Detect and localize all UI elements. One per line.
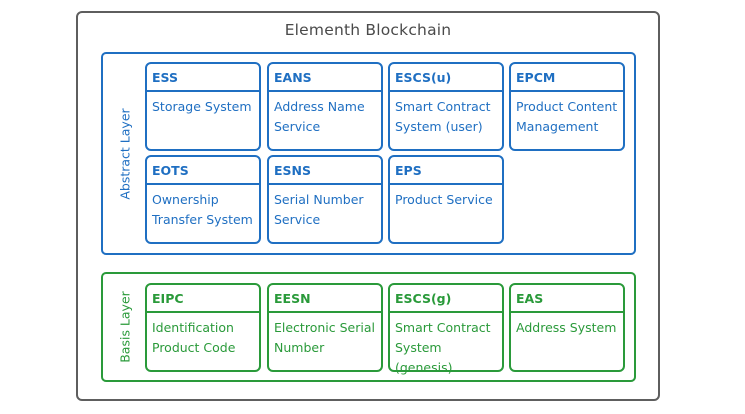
module-abbr: ESS xyxy=(147,64,259,92)
module-abbr: ESCS(u) xyxy=(390,64,502,92)
module-abbr: ESNS xyxy=(269,157,381,185)
module-name: Storage System xyxy=(152,99,252,114)
basis-layer-label: Basis Layer xyxy=(117,291,133,363)
module-abbr: EOTS xyxy=(147,157,259,185)
module-eesn: EESN Electronic Serial Number xyxy=(267,283,383,372)
module-name: Address Name Service xyxy=(274,99,365,134)
module-name: Electronic Serial Number xyxy=(274,320,375,355)
module-abbr: EPCM xyxy=(511,64,623,92)
abstract-layer: Abstract Layer xyxy=(101,52,636,255)
module-name: Address System xyxy=(516,320,617,335)
diagram-title: Elementh Blockchain xyxy=(284,21,452,39)
abstract-layer-label: Abstract Layer xyxy=(117,108,133,200)
module-abbr: EANS xyxy=(269,64,381,92)
module-name: Product Content Management xyxy=(516,99,618,134)
module-escs-g: ESCS(g) Smart Contract System (genesis) xyxy=(388,283,504,375)
module-name: Smart Contract System (user) xyxy=(395,99,491,134)
module-eots: EOTS Ownership Transfer System xyxy=(145,155,261,244)
module-abbr: EIPC xyxy=(147,285,259,313)
module-abbr: ESCS(g) xyxy=(390,285,502,313)
module-abbr: EPS xyxy=(390,157,502,185)
module-ess: ESS Storage System xyxy=(145,62,261,151)
module-esns: ESNS Serial Number Service xyxy=(267,155,383,244)
module-name: Ownership Transfer System xyxy=(152,192,253,227)
module-abbr: EAS xyxy=(511,285,623,313)
module-eps: EPS Product Service xyxy=(388,155,504,244)
module-name: Identification Product Code xyxy=(152,320,236,355)
module-name: Product Service xyxy=(395,192,493,207)
basis-layer: Basis Layer xyxy=(101,272,636,382)
blockchain-container: Elementh Blockchain xyxy=(76,11,660,401)
module-eas: EAS Address System xyxy=(509,283,625,372)
module-eipc: EIPC Identification Product Code xyxy=(145,283,261,372)
module-eans: EANS Address Name Service xyxy=(267,62,383,151)
module-name: Smart Contract System (genesis) xyxy=(395,320,491,375)
module-name: Serial Number Service xyxy=(274,192,364,227)
module-abbr: EESN xyxy=(269,285,381,313)
module-escs-u: ESCS(u) Smart Contract System (user) xyxy=(388,62,504,151)
module-epcm: EPCM Product Content Management xyxy=(509,62,625,151)
